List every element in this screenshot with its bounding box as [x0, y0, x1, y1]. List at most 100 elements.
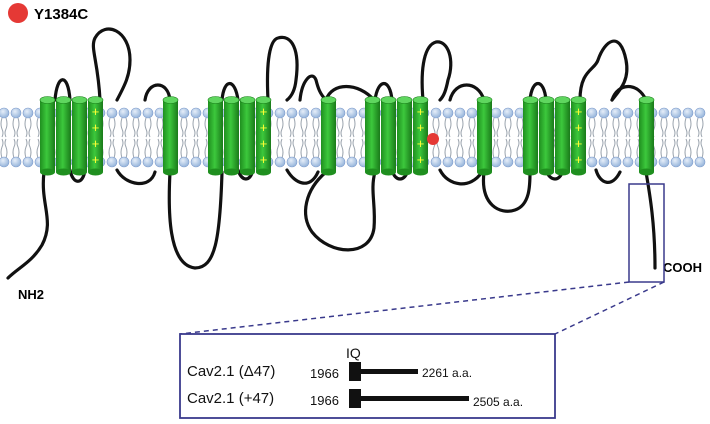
- positive-charge: +: [575, 136, 583, 151]
- lipid-tail: [288, 138, 296, 159]
- lipid-head: [622, 107, 634, 119]
- lipid-head: [442, 156, 454, 168]
- lipid-tail: [504, 138, 512, 159]
- lipid-head: [466, 156, 478, 168]
- helix-segment-1: [162, 96, 179, 176]
- loop-d3-ext-b: [448, 83, 486, 102]
- lipid-tail: [612, 138, 620, 159]
- lipid-head: [502, 156, 514, 168]
- helix-body: [381, 100, 396, 172]
- mutation-site-marker: [427, 133, 439, 145]
- lipid-head: [682, 156, 694, 168]
- helix-body: [539, 100, 554, 172]
- lipid-tail: [696, 117, 704, 138]
- lipid-tail: [600, 117, 608, 138]
- helix-bottom-cap: [163, 168, 178, 176]
- lipid-tail: [588, 138, 596, 159]
- lipid-tail: [108, 138, 116, 159]
- positive-charge: +: [575, 104, 583, 119]
- lipid-tail: [276, 117, 284, 138]
- lipid-head: [310, 156, 322, 168]
- n-terminus-tail: [6, 170, 50, 280]
- n-terminus-label: NH2: [18, 287, 44, 302]
- inset-frame: [179, 333, 556, 419]
- lipid-head: [502, 107, 514, 119]
- helix-body: [477, 100, 492, 172]
- positive-charge: +: [260, 104, 268, 119]
- zoom-connector-left: [179, 281, 630, 335]
- helix-bottom-cap: [571, 168, 586, 176]
- lipid-tail: [144, 117, 152, 138]
- lipid-tail: [300, 117, 308, 138]
- helix-bottom-cap: [365, 168, 380, 176]
- loop-d1-s1s2: [53, 78, 72, 102]
- lipid-tail: [684, 117, 692, 138]
- isoform-end-plus47: 2505 a.a.: [473, 395, 523, 409]
- positive-charge: +: [92, 136, 100, 151]
- lipid-tail: [672, 138, 680, 159]
- lipid-tail: [24, 138, 32, 159]
- positive-charge: +: [575, 152, 583, 167]
- helix-domain-4-s1: [522, 96, 539, 176]
- helix-segment-4: [638, 96, 655, 176]
- lipid-head: [454, 156, 466, 168]
- helix-bottom-cap: [413, 168, 428, 176]
- transmembrane-helices: ++++++++++++++++: [39, 96, 655, 176]
- helix-domain-4-s2: [538, 96, 555, 176]
- lipid-tail: [312, 138, 320, 159]
- tail-bar-plus47: [361, 396, 469, 401]
- helix-bottom-cap: [56, 168, 71, 176]
- positive-charge: +: [92, 120, 100, 135]
- iq-block-delta47: [349, 362, 361, 381]
- lipid-tail: [444, 117, 452, 138]
- helix-top-cap: [162, 96, 179, 104]
- lipid-tail: [516, 117, 524, 138]
- lipid-tail: [600, 138, 608, 159]
- helix-domain-1-s4: ++++: [87, 96, 104, 176]
- positive-charge: +: [260, 152, 268, 167]
- helix-bottom-cap: [397, 168, 412, 176]
- helix-top-cap: [412, 96, 429, 104]
- mutation-legend-label: Y1384C: [34, 6, 88, 23]
- lipid-head: [670, 107, 682, 119]
- lipid-head: [178, 107, 190, 119]
- isoform-end-delta47: 2261 a.a.: [422, 366, 472, 380]
- lipid-tail: [24, 117, 32, 138]
- isoform-name-plus47: Cav2.1 (+47): [187, 390, 274, 407]
- lipid-tail: [612, 117, 620, 138]
- lipid-tail: [504, 117, 512, 138]
- helix-domain-2-s4: ++++: [255, 96, 272, 176]
- lipid-head: [190, 156, 202, 168]
- lipid-tail: [468, 138, 476, 159]
- lipid-head: [430, 107, 442, 119]
- c-terminus-tail: [644, 170, 657, 270]
- lipid-head: [658, 107, 670, 119]
- helix-domain-2-s1: [207, 96, 224, 176]
- helix-top-cap: [255, 96, 272, 104]
- loop-d4-pore: [578, 39, 629, 102]
- helix-top-cap: [538, 96, 555, 104]
- lipid-tail: [180, 117, 188, 138]
- helix-domain-1-s3: [71, 96, 88, 176]
- lipid-head: [334, 156, 346, 168]
- lipid-head: [130, 107, 142, 119]
- lipid-head: [346, 107, 358, 119]
- helix-domain-3-s1: [364, 96, 381, 176]
- c-terminus-zoom-box: [628, 183, 665, 283]
- isoform-start-delta47: 1966: [310, 366, 339, 381]
- helix-domain-2-s2: [223, 96, 240, 176]
- lipid-head: [334, 107, 346, 119]
- positive-charge: +: [417, 136, 425, 151]
- lipid-head: [682, 107, 694, 119]
- helix-bottom-cap: [321, 168, 336, 176]
- helix-top-cap: [87, 96, 104, 104]
- lipid-head: [22, 107, 34, 119]
- helix-body: [365, 100, 380, 172]
- loop-d2-d3-ext: [324, 85, 376, 102]
- lipid-tail: [660, 138, 668, 159]
- positive-charge: +: [417, 104, 425, 119]
- helix-bottom-cap: [639, 168, 654, 176]
- helix-bottom-cap: [477, 168, 492, 176]
- helix-body: [240, 100, 255, 172]
- loop-d2-pore: [265, 35, 299, 102]
